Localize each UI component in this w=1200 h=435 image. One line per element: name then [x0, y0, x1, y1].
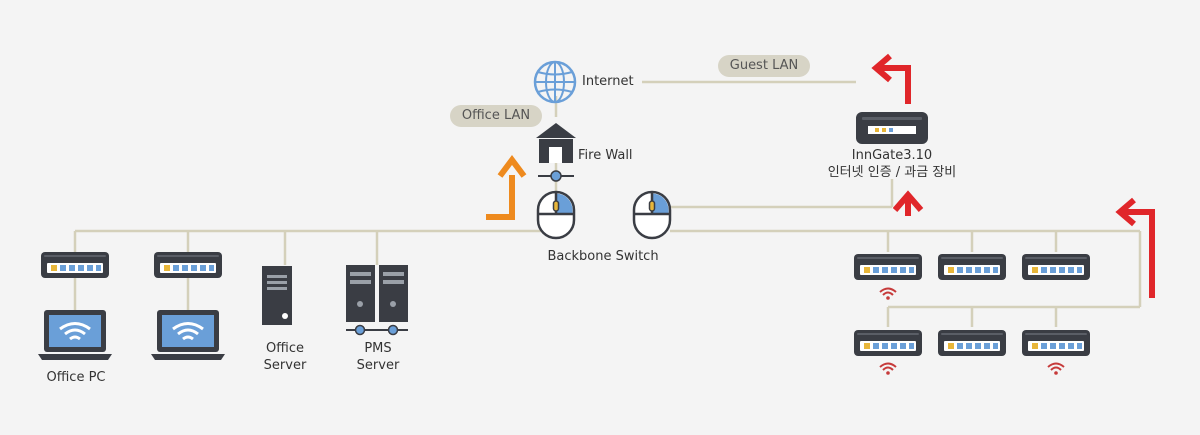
guest-switch-icon [854, 330, 922, 356]
guest-switch-icon [1022, 330, 1090, 356]
backbone-switch-left-icon [536, 190, 576, 240]
office-switch-icon [154, 252, 222, 278]
guest-switch-icon [1022, 254, 1090, 280]
office-server-line2: Server [263, 358, 307, 373]
wifi-icon [879, 287, 897, 301]
office-lan-label: Office LAN [450, 105, 542, 127]
inngate-description: 인터넷 인증 / 과금 장비 [827, 165, 957, 180]
pms-server-line2: Server [356, 358, 400, 373]
office-server-label: Office Server [264, 340, 307, 374]
pms-server-label: PMS Server [357, 340, 400, 374]
inngate-label: InnGate3.10 인터넷 인증 / 과금 장비 [828, 147, 957, 181]
laptop-icon [149, 308, 227, 362]
office-server-line1: Office [266, 341, 304, 356]
laptop-icon [36, 308, 114, 362]
globe-icon [533, 60, 577, 104]
inngate-model: InnGate3.10 [851, 148, 933, 163]
guest-lan-label: Guest LAN [718, 55, 810, 77]
pms-server-icon [346, 265, 408, 336]
office-switch-icon [41, 252, 109, 278]
backbone-switch-right-icon [632, 190, 672, 240]
guest-switch-icon [854, 254, 922, 280]
office-pc-label: Office PC [46, 370, 106, 385]
wifi-icon [879, 362, 897, 376]
pms-server-line1: PMS [364, 341, 392, 356]
guest-switch-icon [938, 254, 1006, 280]
internet-label: Internet [582, 74, 634, 89]
arrow-up-icon [871, 53, 1155, 298]
firewall-label: Fire Wall [578, 148, 633, 163]
firewall-house-icon [536, 123, 576, 182]
arrow-up-icon [486, 175, 515, 220]
backbone-switch-label: Backbone Switch [547, 249, 659, 264]
wifi-icon [1047, 362, 1065, 376]
inngate-device-icon [856, 112, 928, 144]
connection-lines [73, 80, 1142, 327]
guest-switch-icon [938, 330, 1006, 356]
